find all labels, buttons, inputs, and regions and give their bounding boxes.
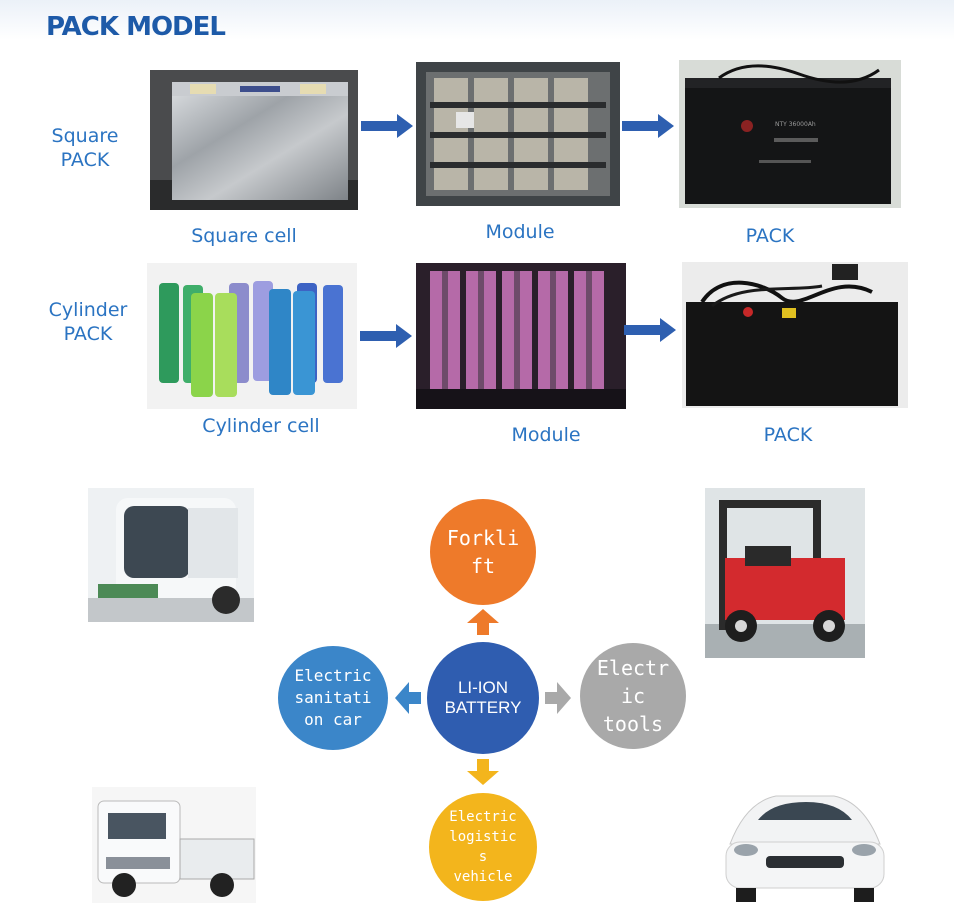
center-line2: BATTERY bbox=[444, 698, 522, 717]
pack-label-text: NTY 36000Ah bbox=[775, 121, 816, 128]
tools-node-line1: Electr bbox=[596, 656, 670, 680]
logistics-node-line4: vehicle bbox=[453, 869, 513, 885]
sanitation-car-photo bbox=[88, 488, 254, 622]
sanitation-node-line1: Electric bbox=[294, 666, 372, 685]
logistics-node: Electric logistic s vehicle bbox=[429, 793, 537, 901]
arrow-right-icon bbox=[622, 114, 674, 138]
logistics-node-line2: logistic bbox=[449, 829, 517, 845]
tools-node: Electr ic tools bbox=[580, 643, 686, 749]
cylinder-cell-photo bbox=[147, 263, 357, 409]
logistics-truck-photo bbox=[92, 787, 256, 903]
cylinder-module-photo bbox=[416, 263, 626, 409]
row-label-square-line1: Square bbox=[51, 125, 119, 147]
row-label-square: Square PACK bbox=[42, 124, 128, 172]
forklift-photo bbox=[705, 488, 865, 658]
arrow-right-icon bbox=[360, 324, 412, 348]
forklift-node-line1: Forkli bbox=[446, 526, 520, 550]
logistics-node-line1: Electric bbox=[449, 809, 517, 825]
forklift-node: Forkli ft bbox=[430, 499, 536, 605]
caption-module: Module bbox=[511, 424, 581, 446]
sanitation-node: Electric sanitati on car bbox=[278, 646, 388, 750]
caption-module: Module bbox=[485, 221, 555, 243]
row-label-cylinder-line2: PACK bbox=[63, 323, 113, 345]
arrow-left-icon bbox=[395, 682, 421, 714]
caption-pack: PACK bbox=[745, 225, 795, 247]
caption-cylinder-cell: Cylinder cell bbox=[202, 415, 320, 437]
arrow-up-icon bbox=[467, 609, 499, 635]
square-cell-photo bbox=[150, 70, 358, 210]
li-ion-battery-center: LI-ION BATTERY bbox=[427, 642, 539, 754]
arrow-right-icon bbox=[624, 318, 676, 342]
center-line1: LI-ION bbox=[457, 678, 509, 697]
row-label-cylinder: Cylinder PACK bbox=[38, 298, 138, 346]
sanitation-node-line2: sanitati bbox=[294, 688, 372, 707]
sanitation-node-line3: on car bbox=[304, 710, 362, 729]
caption-square-cell: Square cell bbox=[191, 225, 297, 247]
forklift-node-line2: ft bbox=[470, 554, 496, 578]
cylinder-pack-photo bbox=[682, 262, 908, 408]
tools-node-line3: tools bbox=[602, 712, 664, 736]
square-module-photo bbox=[416, 62, 620, 206]
page-title: PACK MODEL bbox=[46, 12, 226, 42]
arrow-right-icon bbox=[361, 114, 413, 138]
header-band bbox=[0, 0, 954, 40]
tools-node-line2: ic bbox=[620, 684, 646, 708]
arrow-right-icon bbox=[545, 682, 571, 714]
electric-car-photo bbox=[716, 780, 894, 904]
row-label-cylinder-line1: Cylinder bbox=[48, 299, 128, 321]
row-label-square-line2: PACK bbox=[60, 149, 110, 171]
caption-pack: PACK bbox=[763, 424, 813, 446]
logistics-node-line3: s bbox=[478, 849, 488, 865]
arrow-down-icon bbox=[467, 759, 499, 785]
square-pack-photo: NTY 36000Ah bbox=[679, 60, 901, 208]
